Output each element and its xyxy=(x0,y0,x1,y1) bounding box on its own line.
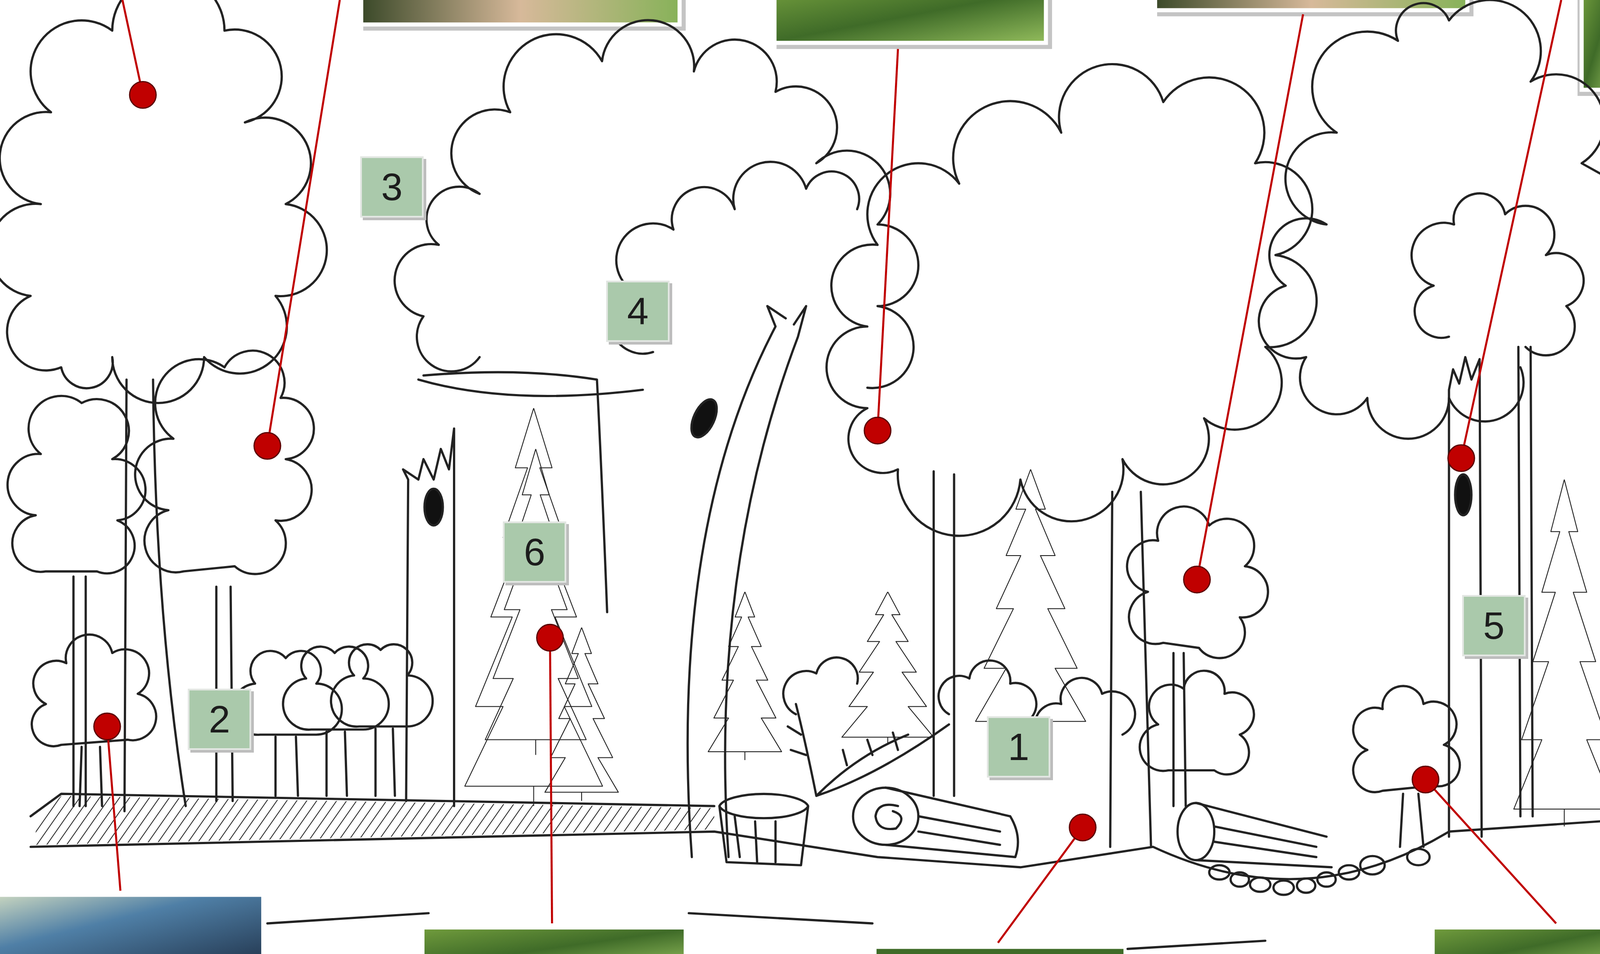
photo-frame xyxy=(772,0,1049,46)
photo-frame xyxy=(1430,925,1600,954)
bird-photo xyxy=(1434,929,1600,954)
leader-lines xyxy=(107,0,1562,943)
tree-hollow xyxy=(424,488,443,526)
log xyxy=(1196,802,1332,867)
bird-photo xyxy=(363,0,678,23)
leaning-trunk xyxy=(687,305,807,857)
tree-trunk xyxy=(933,471,1151,847)
conifer xyxy=(1513,479,1600,826)
conifer xyxy=(975,469,1086,735)
leader-line xyxy=(122,0,144,95)
photo-frame xyxy=(872,944,1128,954)
tree-crown xyxy=(1258,0,1600,439)
marker-dots xyxy=(94,81,1475,841)
branch xyxy=(418,371,643,612)
tree-crown xyxy=(826,63,1317,536)
callout-text: 1 xyxy=(1007,727,1030,766)
marker-dot xyxy=(1069,814,1097,841)
stones xyxy=(1209,848,1430,895)
conifer xyxy=(842,591,934,745)
marker-dot xyxy=(536,624,564,651)
bird-photo xyxy=(776,0,1044,41)
callout-number: 5 xyxy=(1462,594,1526,657)
callout-text: 6 xyxy=(523,532,546,572)
tree-crown xyxy=(610,161,860,354)
marker-dot xyxy=(1448,444,1475,472)
leader-line xyxy=(997,827,1083,943)
ground-line xyxy=(30,793,1600,879)
callout-text: 2 xyxy=(208,699,231,739)
log-end xyxy=(852,787,919,845)
leader-line xyxy=(550,637,553,924)
marker-dot xyxy=(254,432,281,460)
tree-hollow xyxy=(686,395,723,441)
stump xyxy=(719,793,809,865)
tree-crown xyxy=(0,0,327,404)
callout-number: 4 xyxy=(606,280,670,342)
tree-hollow xyxy=(1455,474,1472,516)
tree-trunk xyxy=(73,576,86,806)
leader-line xyxy=(1461,0,1562,458)
log-end xyxy=(1177,802,1215,860)
bird-photo xyxy=(424,929,684,954)
leader-line xyxy=(267,0,341,446)
conifer xyxy=(544,627,619,801)
shrub xyxy=(1353,685,1460,792)
log xyxy=(875,787,1018,857)
leader-line xyxy=(107,726,121,891)
ground-line xyxy=(267,912,1266,949)
bird-photo xyxy=(876,948,1124,954)
photo-frame xyxy=(1153,0,1470,13)
marker-dot xyxy=(94,712,121,740)
tree-crown xyxy=(135,350,314,574)
bird-photo xyxy=(0,896,262,954)
shrub xyxy=(1126,506,1268,658)
shrub-stem xyxy=(275,728,396,796)
marker-dot xyxy=(129,81,157,109)
callout-number: 3 xyxy=(360,156,424,218)
conifers xyxy=(464,407,1600,826)
leader-line xyxy=(1425,778,1556,923)
leader-line xyxy=(877,49,899,431)
callout-text: 5 xyxy=(1483,606,1505,645)
marker-dot xyxy=(1412,765,1439,793)
leader-line xyxy=(1196,14,1303,580)
conifer xyxy=(464,407,603,806)
conifer xyxy=(708,591,782,761)
callout-text: 4 xyxy=(627,291,649,331)
callout-number: 1 xyxy=(986,715,1051,778)
shrub xyxy=(31,634,157,746)
tree-trunk xyxy=(124,379,186,811)
shrub xyxy=(231,644,433,735)
photo-frame xyxy=(0,892,266,954)
marker-dot xyxy=(864,417,892,444)
photo-frame xyxy=(420,925,688,954)
bird-photo xyxy=(1583,0,1600,88)
shrub xyxy=(783,657,1136,745)
tree-crown xyxy=(394,20,919,388)
shrub-stem xyxy=(1173,652,1186,807)
callout-text: 3 xyxy=(381,167,403,207)
ground-hatch xyxy=(35,795,715,845)
tree-crown xyxy=(7,395,146,573)
shrub xyxy=(1139,670,1254,775)
marker-dot xyxy=(1183,565,1211,593)
conifer xyxy=(485,448,587,755)
snag-trunk xyxy=(403,428,455,806)
fern xyxy=(787,703,949,796)
tree-trunk xyxy=(1518,346,1533,816)
callout-number: 2 xyxy=(187,688,252,750)
callout-number: 6 xyxy=(502,521,567,583)
tree-crown xyxy=(1411,193,1584,356)
shrub-stem xyxy=(1400,793,1424,847)
